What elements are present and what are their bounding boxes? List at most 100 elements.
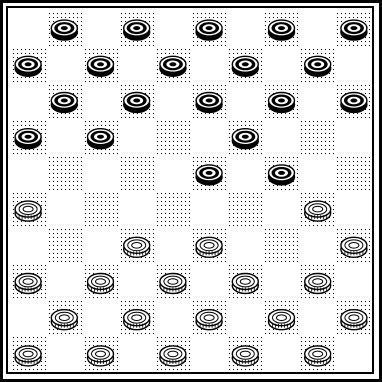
light-piece[interactable] — [15, 201, 41, 221]
light-square — [263, 46, 299, 82]
light-square — [10, 82, 46, 118]
dark-piece[interactable] — [196, 165, 222, 185]
light-square — [155, 300, 191, 336]
light-square — [155, 82, 191, 118]
light-piece[interactable] — [341, 237, 367, 257]
light-square — [10, 300, 46, 336]
dark-piece[interactable] — [88, 129, 114, 149]
piece-center — [61, 99, 68, 103]
dark-piece[interactable] — [269, 20, 295, 40]
light-square — [300, 300, 336, 336]
dark-square — [155, 119, 191, 155]
piece-center — [133, 26, 140, 30]
light-piece[interactable] — [124, 237, 150, 257]
piece-center — [206, 171, 213, 175]
light-square — [263, 263, 299, 299]
light-piece[interactable] — [15, 346, 41, 366]
light-square — [191, 46, 227, 82]
light-square — [155, 155, 191, 191]
light-square — [191, 191, 227, 227]
light-square — [46, 119, 82, 155]
light-piece[interactable] — [88, 274, 114, 294]
dark-piece[interactable] — [51, 93, 77, 113]
light-piece[interactable] — [51, 310, 77, 330]
light-piece[interactable] — [341, 310, 367, 330]
light-square — [227, 82, 263, 118]
light-piece[interactable] — [15, 274, 41, 294]
light-piece[interactable] — [305, 274, 331, 294]
light-square — [300, 10, 336, 46]
light-piece[interactable] — [160, 346, 186, 366]
light-piece[interactable] — [160, 274, 186, 294]
dark-piece[interactable] — [341, 20, 367, 40]
light-square — [336, 263, 372, 299]
piece-center — [133, 99, 140, 103]
dark-square — [46, 155, 82, 191]
piece-center — [350, 26, 357, 30]
light-square — [300, 227, 336, 263]
piece-center — [242, 135, 249, 139]
piece-center — [169, 62, 176, 66]
piece-center — [25, 62, 32, 66]
piece-center — [278, 99, 285, 103]
light-piece[interactable] — [196, 237, 222, 257]
piece-center — [61, 26, 68, 30]
light-square — [263, 336, 299, 372]
piece-center — [97, 62, 104, 66]
light-square — [227, 227, 263, 263]
light-square — [46, 46, 82, 82]
light-square — [227, 155, 263, 191]
light-piece[interactable] — [232, 346, 258, 366]
dark-piece[interactable] — [124, 93, 150, 113]
dark-square — [263, 227, 299, 263]
light-piece[interactable] — [305, 346, 331, 366]
light-square — [82, 10, 118, 46]
light-piece[interactable] — [88, 346, 114, 366]
piece-center — [25, 135, 32, 139]
light-square — [119, 46, 155, 82]
light-square — [82, 227, 118, 263]
light-piece[interactable] — [305, 201, 331, 221]
light-square — [119, 263, 155, 299]
light-square — [336, 336, 372, 372]
dark-piece[interactable] — [305, 56, 331, 76]
light-square — [46, 263, 82, 299]
dark-piece[interactable] — [160, 56, 186, 76]
dark-piece[interactable] — [15, 129, 41, 149]
light-square — [227, 300, 263, 336]
dark-piece[interactable] — [232, 129, 258, 149]
light-square — [227, 10, 263, 46]
light-square — [155, 10, 191, 46]
dark-piece[interactable] — [341, 93, 367, 113]
dark-piece[interactable] — [196, 93, 222, 113]
light-piece[interactable] — [196, 310, 222, 330]
light-square — [191, 263, 227, 299]
piece-center — [350, 99, 357, 103]
dark-piece[interactable] — [269, 165, 295, 185]
piece-center — [206, 26, 213, 30]
light-square — [82, 300, 118, 336]
light-square — [263, 191, 299, 227]
light-piece[interactable] — [124, 310, 150, 330]
dark-piece[interactable] — [15, 56, 41, 76]
light-square — [119, 336, 155, 372]
dark-square — [227, 191, 263, 227]
piece-center — [97, 135, 104, 139]
light-piece[interactable] — [269, 310, 295, 330]
dark-piece[interactable] — [88, 56, 114, 76]
light-piece[interactable] — [232, 274, 258, 294]
light-square — [10, 155, 46, 191]
piece-center — [206, 99, 213, 103]
light-square — [263, 119, 299, 155]
piece-center — [314, 62, 321, 66]
dark-piece[interactable] — [232, 56, 258, 76]
dark-square — [155, 191, 191, 227]
dark-piece[interactable] — [124, 20, 150, 40]
light-square — [119, 191, 155, 227]
dark-piece[interactable] — [269, 93, 295, 113]
light-square — [119, 119, 155, 155]
dark-piece[interactable] — [51, 20, 77, 40]
dark-piece[interactable] — [196, 20, 222, 40]
